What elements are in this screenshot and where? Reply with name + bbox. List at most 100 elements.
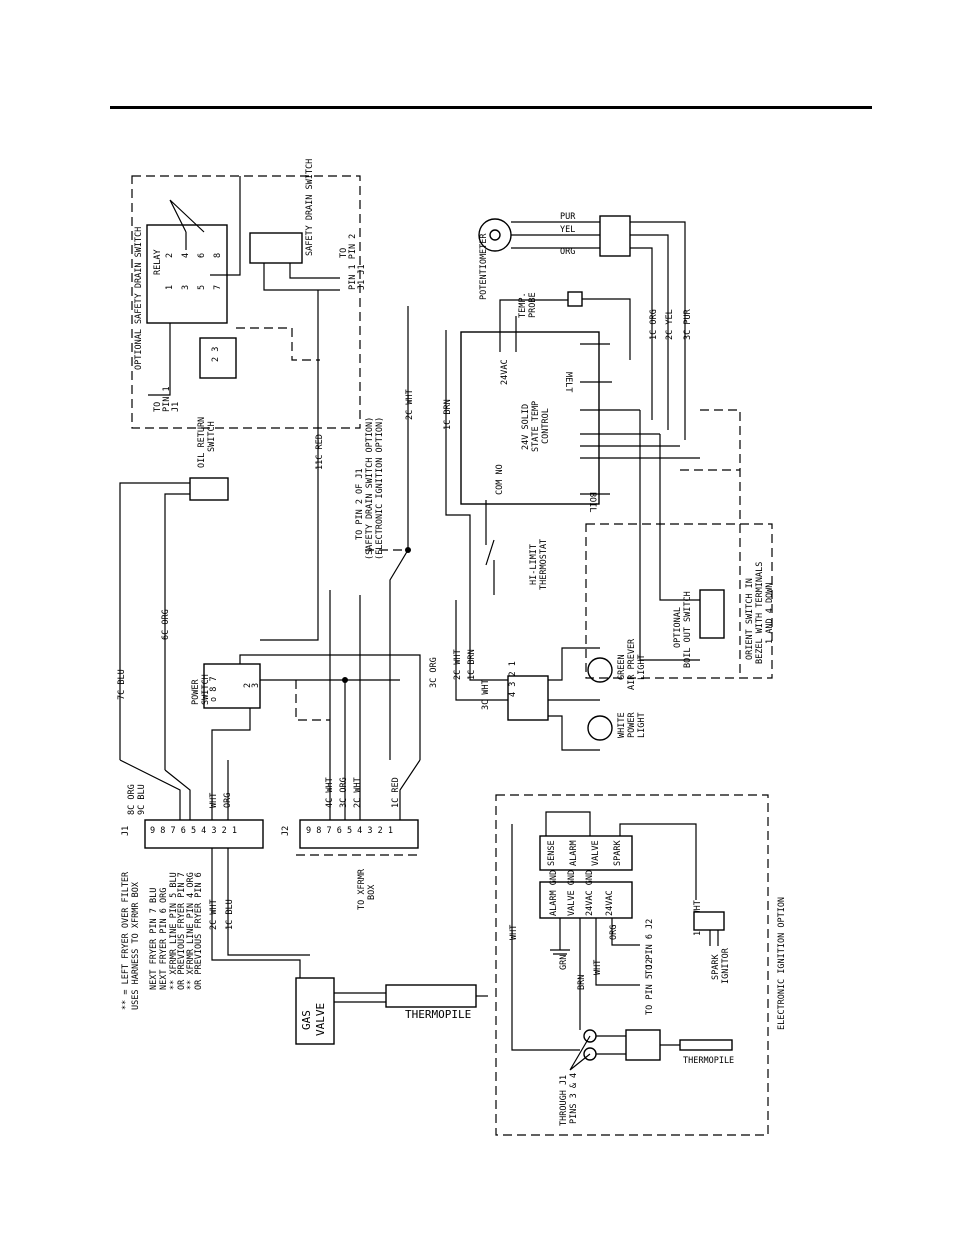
to-pin6-j2: TO PIN 6 J2: [645, 919, 655, 975]
light-conn-pins-top: 4 3 2 1: [508, 661, 518, 697]
through-j1-a: THROUGH J1: [559, 1075, 569, 1126]
green-light-label-c: LIGHT: [637, 654, 647, 680]
electronic-ignition-label: ELECTRONIC IGNITION OPTION: [777, 897, 787, 1030]
note-line-b: USES HARNESS TO XFRMR BOX: [131, 881, 141, 1010]
spark-ignitor-tips: [709, 930, 719, 946]
wire-1c-org: 1C ORG: [649, 309, 659, 340]
to-pin1-label-a: TO: [153, 402, 163, 412]
hi-limit-thermostat: [485, 500, 495, 595]
safety-switch-wires: [263, 263, 340, 291]
boil-out-label-b: BOIL OUT SWITCH: [683, 591, 693, 668]
to-j1-label-a: TO: [339, 248, 349, 258]
control-label-b: STATE TEMP: [531, 401, 541, 452]
j2-wire-3c: 3C ORG: [339, 777, 349, 808]
control-label-c: CONTROL: [541, 408, 551, 444]
to-pin2-label-b: (SAFETY DRAIN SWITCH OPTION): [365, 417, 375, 560]
wire-8c-org: 8C ORG: [127, 784, 137, 815]
melt-label: MELT: [563, 372, 573, 392]
relay-pin-1: 1: [165, 285, 175, 290]
ign-term-valve-gnd: VALVE GND: [567, 870, 577, 916]
power-switch-pins-c: 3: [251, 683, 261, 688]
wire-2c-yel: 2C YEL: [665, 309, 675, 340]
boil-out-wires: [639, 410, 700, 661]
ign-thermopile: [679, 1039, 733, 1051]
ignition-top-module: [539, 835, 633, 871]
through-j1-lead: [569, 1035, 591, 1071]
orient-label-c: 1 AND 4 DOWN: [765, 583, 775, 644]
note-prev-pin7: OR PREVIOUS FRYER PIN 7: [177, 872, 187, 990]
potentiometer-shaft: [489, 229, 501, 241]
j1-pins: 9 8 7 6 5 4 3 2 1: [150, 826, 237, 836]
power-switch: [203, 663, 261, 709]
potentiometer-label: POTENTIOMETER: [479, 233, 489, 300]
ign-term-24vac-gnd: 24VAC GND: [585, 870, 595, 916]
pur-label: PUR: [560, 212, 576, 222]
to-pin1-label-b: PIN 1: [162, 386, 172, 412]
relay-pin-4: 4: [181, 253, 191, 258]
to-pin1-label-c: J1: [171, 402, 181, 412]
thermopile-leads: [334, 992, 386, 1003]
spark-ignitor-label-b: IGNITOR: [721, 947, 731, 984]
relay-pin-7: 7: [213, 285, 223, 290]
green-light-label-b: AIR PREVER: [627, 638, 637, 690]
wire-1c-brn: [445, 330, 471, 600]
j1-wht: WHT: [209, 793, 219, 808]
ign-spark: SPARK: [613, 840, 623, 866]
orient-label-b: BEZEL WITH TERMINALS: [755, 562, 765, 664]
temp-probe: [567, 291, 583, 307]
thermopile: [385, 984, 477, 1008]
to-j1-label-c: J1 J1: [357, 264, 367, 290]
ign-thermopile-leads: [596, 1035, 680, 1055]
temp-control-block: [460, 331, 600, 505]
safety-drain-switch-body: [249, 232, 303, 264]
ign-terminal-wires: [579, 918, 640, 1030]
relay-pin-2: 2: [165, 253, 175, 258]
relay-pin-3: 3: [181, 285, 191, 290]
24vac-label: 24VAC: [500, 359, 510, 385]
relay-pin-8: 8: [213, 253, 223, 258]
com-no-label: COM NO: [495, 464, 505, 495]
note-xfrmr-pin4: ** XFRMR LINE PIN 4 ORG: [186, 872, 196, 990]
pot-wires: [511, 221, 600, 249]
power-switch-pins: o 8 7: [209, 676, 219, 702]
j2-pins: 9 8 7 6 5 4 3 2 1: [306, 826, 393, 836]
control-terminal-wires: [580, 343, 700, 495]
white-light-label-b: POWER: [627, 712, 637, 738]
safety-drain-option-boundary: [131, 175, 361, 429]
ign-thermopile-label: THERMOPILE: [683, 1056, 734, 1066]
power-switch-label-b: SWITCH: [201, 674, 211, 705]
to-xfrmr-a: TO XFRMR: [357, 868, 367, 910]
control-label-a: 24V SOLID: [521, 404, 531, 450]
boil-out-label-a: OPTIONAL: [673, 607, 683, 648]
spark-ignitor: [693, 911, 725, 931]
boil-out-switch: [699, 589, 725, 639]
j1-label: J1: [121, 826, 131, 836]
ign-wht-b: WHT: [593, 960, 603, 975]
note-xfrmr-pin5: ** XFRMR LINE PIN 5 BLU: [169, 872, 179, 990]
green-light-label-a: GREEN: [617, 654, 627, 680]
relay-label: RELAY: [153, 249, 163, 275]
j2-wire-2c: 2C WHT: [353, 777, 363, 808]
white-light-label-a: WHITE: [617, 712, 627, 738]
relay-pin-6: 6: [197, 253, 207, 258]
wire-3c-pur: 3C PUR: [683, 308, 693, 340]
to-pin2-label-a: TO PIN 2 OF J1: [355, 468, 365, 540]
pot-harness: [630, 221, 686, 440]
ign-term-24vac: 24VAC: [605, 890, 615, 916]
note-prev-pin6: OR PREVIOUS FRYER PIN 6: [194, 872, 204, 990]
junction-dot: [405, 547, 411, 553]
safety-switch-contact: [199, 337, 237, 379]
oil-return-switch: [189, 477, 229, 501]
safety-drain-title: OPTIONAL SAFETY DRAIN SWITCH: [134, 227, 144, 370]
wire-3c-org: 3C ORG: [429, 657, 439, 688]
relay-to-pin1-wire: [148, 323, 171, 396]
hi-limit-label-a: HI-LIMIT: [529, 544, 539, 585]
wire-1c-brn-b: 1C BRN: [467, 649, 477, 680]
hi-limit-label-b: THERMOSTAT: [539, 539, 549, 590]
ign-thermopile-block: [625, 1029, 661, 1061]
wire-2c-wht-c: 2C WHT: [453, 649, 463, 680]
wire-9c-blu: 9C BLU: [137, 784, 147, 815]
j2-connector: [299, 819, 419, 849]
gas-valve-label-a: GAS: [300, 1010, 313, 1030]
